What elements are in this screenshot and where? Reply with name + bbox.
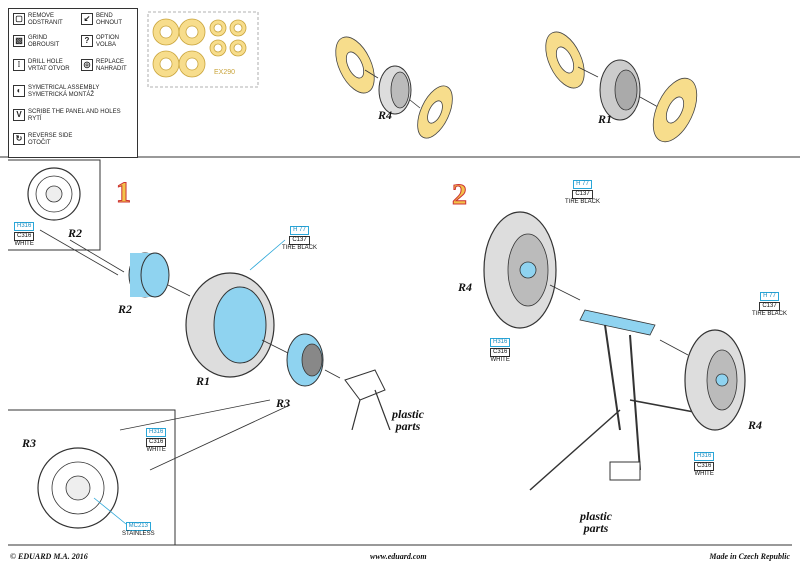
- legend-text: VOLBA: [96, 42, 117, 48]
- legend-text: SYMETRICAL ASSEMBLY: [28, 85, 100, 91]
- top-r4-assembly: [335, 36, 453, 139]
- plastic-parts-label-1: plastic parts: [392, 408, 424, 432]
- legend-text: OTOČIT: [28, 140, 51, 146]
- legend-text: REPLACE: [96, 59, 125, 65]
- r3-label: R3: [276, 396, 291, 410]
- mask-sheet-code: EX290: [214, 69, 235, 76]
- legend-text: SYMETRICKÁ MONTÁŽ: [28, 92, 95, 98]
- paint-code: H316: [694, 452, 715, 461]
- legend-text: REVERSE SIDE: [28, 133, 73, 139]
- paint-name: WHITE: [490, 357, 510, 363]
- made-in: Made in Czech Republic: [709, 552, 790, 561]
- legend-text: OHNOUT: [96, 20, 122, 26]
- paint-name: WHITE: [146, 447, 166, 453]
- replace-icon: ◎: [81, 59, 93, 71]
- r1-label: R1: [196, 374, 211, 388]
- legend-text: BEND: [96, 13, 113, 19]
- website-link[interactable]: www.eduard.com: [370, 552, 427, 561]
- r3-inset-label: R3: [22, 436, 37, 450]
- paint-code: C137: [759, 302, 780, 311]
- plastic-parts-label-2: plastic parts: [580, 510, 612, 534]
- plastic-word: plastic: [580, 509, 612, 523]
- r1-tire-callout: H 77 C137 TIRE BLACK: [282, 226, 317, 252]
- paint-name: STAINLESS: [122, 531, 155, 537]
- scribe-icon: V: [13, 109, 25, 121]
- step2-right-tire-callout: H 77 C137 TIRE BLACK: [752, 292, 787, 318]
- grind-icon: ▧: [13, 35, 25, 47]
- step2-r4-left-label: R4: [458, 280, 473, 294]
- paint-code: H 77: [573, 180, 592, 189]
- step2-r4-right-label: R4: [748, 418, 763, 432]
- paint-code: C137: [572, 190, 593, 199]
- r2-label: R2: [118, 302, 133, 316]
- legend-text: ODSTRANIT: [28, 20, 63, 26]
- paint-code: H 77: [290, 226, 309, 235]
- top-r1-label: R1: [598, 112, 613, 126]
- remove-icon: ▢: [13, 13, 25, 25]
- legend-text: DRILL HOLE: [28, 59, 63, 65]
- paint-code: C316: [694, 462, 715, 471]
- step-1-number: 1: [116, 176, 132, 210]
- paint-name: WHITE: [694, 471, 714, 477]
- paint-name: WHITE: [14, 241, 34, 247]
- parts-word: parts: [395, 419, 421, 433]
- legend-text: GRIND: [28, 35, 48, 41]
- top-r4-label: R4: [378, 108, 393, 122]
- paint-name: TIRE BLACK: [752, 311, 788, 317]
- legend-text: OPTION: [96, 35, 120, 41]
- bend-icon: ↙: [81, 13, 93, 25]
- top-r1-assembly: [545, 31, 698, 143]
- paint-code: H316: [14, 222, 35, 231]
- r3-inset-hub: [37, 447, 127, 529]
- step2-assembly: [483, 211, 746, 491]
- legend-text: NAHRADIT: [96, 66, 127, 72]
- paint-code: C137: [289, 236, 310, 245]
- plastic-word: plastic: [392, 407, 424, 421]
- step-2-number: 2: [452, 178, 468, 212]
- step2-left-hub-callout: H316 C316 WHITE: [490, 338, 511, 364]
- paint-name: TIRE BLACK: [282, 245, 318, 251]
- mask-sheet: EX290: [152, 18, 247, 78]
- copyright: © EDUARD M.A. 2016: [10, 552, 88, 561]
- legend-text: OBROUSIT: [28, 42, 60, 48]
- paint-code: C316: [490, 348, 511, 357]
- legend-text: SCRIBE THE PANEL AND HOLES: [28, 109, 121, 115]
- reverse-icon: ↻: [13, 133, 25, 145]
- r3-inset-steel-callout: MC213 STAINLESS: [122, 522, 155, 538]
- r2-inset-label: R2: [68, 226, 83, 240]
- legend-text: VRTAT OTVOR: [28, 66, 70, 72]
- legend-text: REMOVE: [28, 13, 55, 19]
- parts-word: parts: [583, 521, 609, 535]
- r2-inset-callout: H316 C316 WHITE: [14, 222, 35, 248]
- paint-code: C316: [146, 438, 167, 447]
- symmetrical-icon: ◐: [13, 85, 25, 97]
- legend-text: RYTÍ: [28, 116, 42, 122]
- paint-code: MC213: [125, 522, 151, 531]
- step2-top-tire-callout: H 77 C137 TIRE BLACK: [565, 180, 600, 206]
- paint-code: H 77: [760, 292, 779, 301]
- paint-code: H316: [490, 338, 511, 347]
- r3-inset-white-callout: H316 C316 WHITE: [146, 428, 167, 454]
- option-icon: ?: [81, 35, 93, 47]
- drill-icon: ⁞: [13, 59, 25, 71]
- paint-name: TIRE BLACK: [565, 199, 601, 205]
- paint-code: H316: [146, 428, 167, 437]
- step2-right-hub-callout: H316 C316 WHITE: [694, 452, 715, 478]
- step1-assembly: [128, 239, 391, 430]
- paint-code: C316: [14, 232, 35, 241]
- r2-inset-wheel: [27, 167, 81, 221]
